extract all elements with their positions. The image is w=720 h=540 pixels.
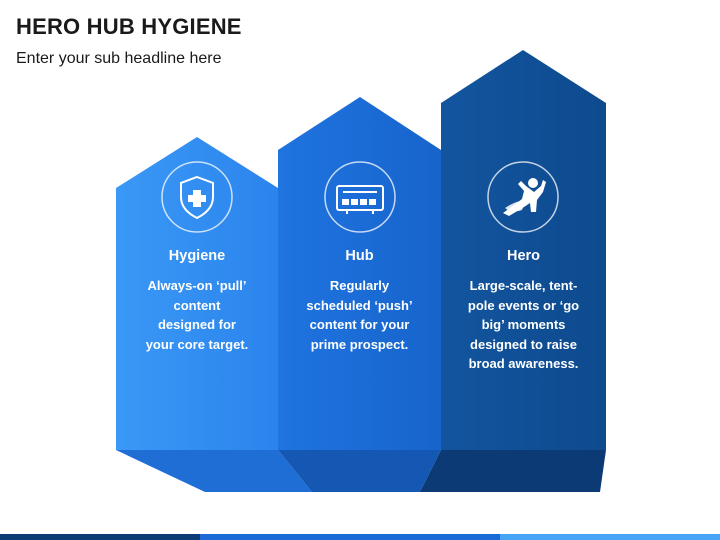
hero-column: Hero Large-scale, tent- pole events or ‘… [441, 248, 606, 374]
hub-line: scheduled ‘push’ [306, 297, 413, 313]
hub-column: Hub Regularly scheduled ‘push’ content f… [278, 248, 441, 354]
hero-heading: Hero [506, 248, 541, 264]
superhero-icon [503, 178, 546, 216]
hero-icon-circle [487, 161, 559, 233]
hub-line: prime prospect. [310, 336, 409, 352]
hub-icon-circle [324, 161, 396, 233]
footer-bar-mid [200, 534, 500, 540]
footer-color-bar [0, 534, 720, 540]
hero-line: broad awareness. [468, 356, 579, 371]
footer-bar-light [500, 534, 720, 540]
hero-line: pole events or ‘go [467, 297, 580, 313]
hub-base-facet [278, 450, 441, 492]
hygiene-line: designed for [157, 317, 236, 332]
hygiene-description: Always-on ‘pull’ content designed for yo… [116, 276, 278, 354]
hub-arrow [278, 97, 441, 450]
hygiene-icon-circle [161, 161, 233, 233]
hygiene-line: Always-on ‘pull’ [147, 278, 247, 293]
hub-line: content for your [309, 317, 410, 332]
hub-heading: Hub [345, 248, 374, 264]
hero-base-facet [420, 450, 606, 492]
footer-bar-dark [0, 534, 200, 540]
hero-line: big’ moments [481, 317, 566, 332]
hub-description: Regularly scheduled ‘push’ content for y… [278, 276, 441, 354]
shield-cross-icon [180, 175, 214, 220]
hygiene-line: content [173, 297, 221, 313]
page-title: HERO HUB HYGIENE [16, 14, 242, 39]
hygiene-column: Hygiene Always-on ‘pull’ content designe… [116, 248, 278, 354]
hero-arrow [441, 50, 606, 450]
hygiene-arrow [116, 137, 278, 450]
hero-line: Large-scale, tent- [469, 278, 578, 293]
hero-description: Large-scale, tent- pole events or ‘go bi… [441, 276, 606, 374]
page-subtitle: Enter your sub headline here [16, 50, 222, 67]
hub-line: Regularly [329, 278, 390, 293]
hygiene-base-facet [116, 450, 312, 492]
network-switch-icon [336, 185, 384, 214]
hero-line: designed to raise [470, 336, 577, 352]
hygiene-heading: Hygiene [168, 248, 226, 264]
hygiene-line: your core target. [145, 336, 249, 352]
